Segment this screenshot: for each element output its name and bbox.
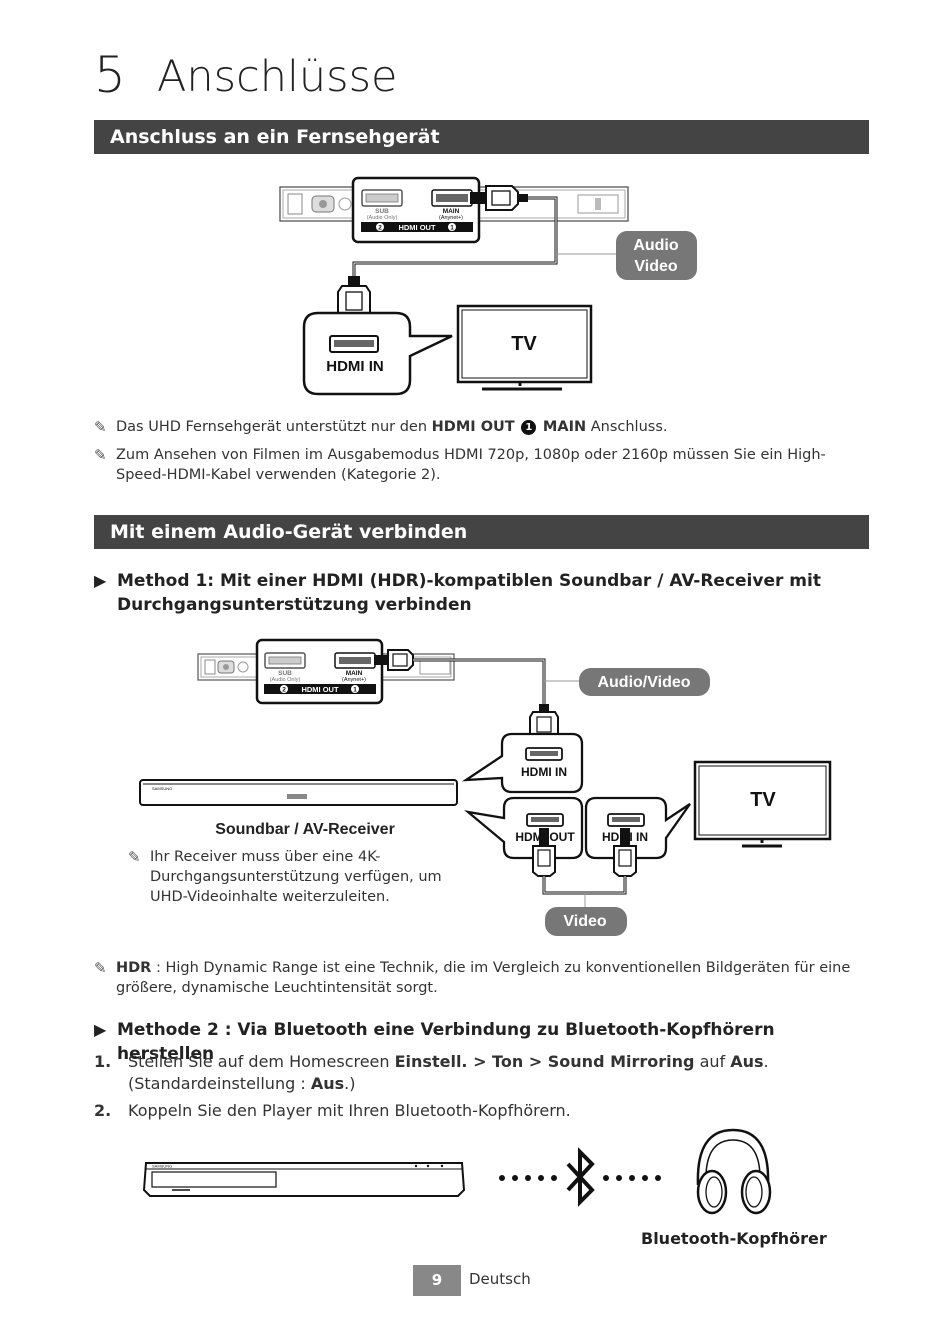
note-uhd-tv: ✎ Das UHD Fernsehgerät unterstützt nur d… [94, 417, 854, 437]
port-main-label: MAIN [443, 208, 460, 215]
note2-text: Zum Ansehen von Filmen im Ausgabemodus H… [116, 447, 826, 483]
bluetooth-icon [566, 1147, 595, 1207]
tv-hdmi-in-label: HDMI IN [602, 830, 648, 844]
audio-label: Audio [633, 237, 679, 254]
num-1: 1 [450, 225, 454, 232]
pencil-icon: ✎ [94, 418, 107, 436]
step1-pre: Stellen Sie auf dem Homescreen [128, 1052, 395, 1071]
hdmi-out-label: HDMI OUT [398, 223, 435, 232]
hdmi-plug-main [470, 185, 528, 211]
chapter-number: 5 [94, 46, 126, 104]
soundbar-label: Soundbar / AV-Receiver [215, 821, 395, 838]
port-main-note-2: (Anynet+) [342, 677, 366, 683]
step1-line2-aus: Aus [310, 1074, 345, 1093]
method1-line1: Method 1: Mit einer HDMI (HDR)-kompatibl… [117, 571, 821, 591]
receiver-note-text: Ihr Receiver muss über eine 4K-Durchgang… [150, 849, 442, 905]
pencil-icon: ✎ [128, 848, 141, 866]
step1-line2-post: .) [344, 1074, 356, 1093]
receiver-ports-callout: HDMI OUT HDMI IN [464, 796, 691, 860]
num-1-b: 1 [353, 687, 357, 694]
port-sub-note: (Audio Only) [367, 215, 398, 221]
receiver-hdmi-in-callout: HDMI IN [461, 732, 584, 794]
step1-line2-pre: (Standardeinstellung : [128, 1074, 311, 1093]
note1-hdmi-out: HDMI OUT [431, 419, 515, 435]
receiver-hdmi-out-label: HDMI OUT [515, 830, 575, 844]
receiver-note: ✎ Ihr Receiver muss über eine 4K-Durchga… [128, 847, 468, 907]
soundbar-illustration: SAMSUNG [139, 779, 458, 806]
step-2: 2. Koppeln Sie den Player mit Ihren Blue… [94, 1100, 854, 1122]
player-rear-panel [279, 186, 629, 222]
video-cable [532, 828, 637, 907]
hdr-bold: HDR [116, 960, 152, 976]
hdr-note: ✎ HDR : High Dynamic Range ist eine Tech… [94, 958, 854, 998]
bluray-player-illustration: SAMSUNG [142, 1162, 466, 1197]
step1-sep1: > [467, 1052, 493, 1071]
page-language: Deutsch [469, 1270, 531, 1288]
hdmi-plug-tv [337, 276, 371, 326]
step-1: 1. Stellen Sie auf dem Homescreen Einste… [94, 1051, 854, 1095]
tv-label-2: TV [750, 789, 776, 811]
hdmi-plug-receiver-in [529, 704, 559, 746]
triangle-icon: ▶ [94, 1020, 107, 1039]
step2-text: Koppeln Sie den Player mit Ihren Bluetoo… [128, 1101, 571, 1120]
hdr-text: : High Dynamic Range ist eine Technik, d… [116, 960, 851, 996]
step1-mid: auf [694, 1052, 731, 1071]
pencil-icon: ✎ [94, 959, 107, 977]
hdmi-in-callout: HDMI IN [302, 311, 453, 396]
page-number: 9 [413, 1265, 461, 1296]
hdmi-out-panel-2: SUB (Audio Only) MAIN (Anynet+) 2 HDMI O… [255, 638, 384, 705]
method1-line2: Durchgangsunterstützung verbinden [117, 595, 472, 615]
hdmi-out-label-2: HDMI OUT [301, 685, 338, 694]
headphones-label: Bluetooth-Kopfhörer [641, 1229, 827, 1248]
note1-pre: Das UHD Fernsehgerät unterstützt nur den [116, 419, 432, 435]
hdmi-in-label: HDMI IN [326, 358, 384, 375]
method2-text: Methode 2 : Via Bluetooth eine Verbindun… [117, 1020, 775, 1064]
bluetooth-dots [499, 1175, 661, 1181]
port-main-label-2: MAIN [346, 670, 363, 677]
port-main-note: (Anynet+) [439, 215, 463, 221]
step2-number: 2. [94, 1101, 112, 1120]
chapter-title: Anschlüsse [157, 52, 398, 102]
method1-heading: ▶ Method 1: Mit einer HDMI (HDR)-kompati… [94, 569, 854, 617]
section-title-audio: Mit einem Audio-Gerät verbinden [94, 515, 869, 549]
note1-post: Anschluss. [586, 419, 668, 435]
hdmi-plug-main-2 [374, 649, 414, 671]
pencil-icon: ✎ [94, 446, 107, 464]
soundbar-brand: SAMSUNG [152, 786, 172, 791]
step1-aus: Aus [730, 1052, 764, 1071]
port-sub-label-2: SUB [278, 670, 292, 677]
hdmi-out-panel: SUB (Audio Only) MAIN (Anynet+) 2 HDMI O… [351, 176, 481, 244]
tv-label: TV [511, 333, 537, 355]
note1-circle-num: 1 [521, 420, 537, 435]
player-brand: SAMSUNG [152, 1164, 172, 1169]
method2-heading: ▶ Methode 2 : Via Bluetooth eine Verbind… [94, 1018, 854, 1066]
triangle-icon: ▶ [94, 571, 107, 590]
note-high-speed-cable: ✎ Zum Ansehen von Filmen im Ausgabemodus… [94, 445, 854, 485]
section-title-tv: Anschluss an ein Fernsehgerät [94, 120, 869, 154]
video-pill-label: Video [563, 913, 607, 930]
step1-sound-mirroring: Sound Mirroring [547, 1052, 695, 1071]
tv-illustration: TV [456, 304, 593, 391]
note1-main: MAIN [542, 419, 587, 435]
audio-video-label: Audio/Video [597, 674, 690, 691]
num-2: 2 [378, 225, 382, 232]
port-sub-note-2: (Audio Only) [270, 677, 301, 683]
receiver-hdmi-in-label: HDMI IN [521, 765, 567, 779]
headphones-icon [696, 1128, 772, 1215]
tv-illustration-2: TV [693, 760, 832, 848]
step1-number: 1. [94, 1052, 112, 1071]
step1-ton: Ton [492, 1052, 524, 1071]
step1-post: . [763, 1052, 769, 1071]
num-2-b: 2 [282, 687, 286, 694]
step1-einstell: Einstell. [394, 1052, 468, 1071]
step1-sep2: > [523, 1052, 548, 1071]
player-rear-panel-2 [197, 653, 455, 681]
video-label: Video [634, 258, 678, 275]
port-sub-label: SUB [375, 208, 389, 215]
